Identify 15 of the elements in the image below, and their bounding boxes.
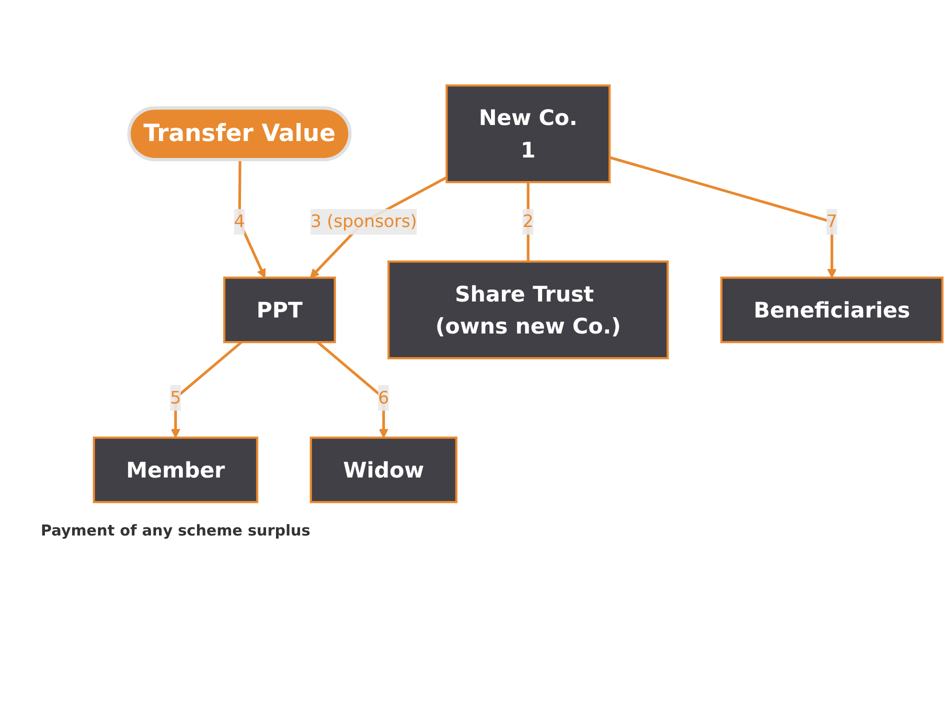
edge-label: 4: [234, 211, 245, 232]
edge-label: 6: [378, 387, 390, 408]
node-box: Member: [92, 436, 258, 504]
arrow: [609, 156, 837, 278]
edge-label: 5: [170, 387, 182, 408]
edge-label: 3 (sponsors): [310, 211, 418, 232]
node-box: Beneficiaries: [720, 276, 944, 344]
edge-label: 7: [826, 211, 838, 232]
edge-label: 2: [522, 211, 534, 232]
node-box: Share Trust (owns new Co.): [387, 260, 669, 360]
node-box: New Co. 1: [446, 84, 611, 184]
node-label: Payment of any scheme surplus: [40, 522, 310, 540]
arrow: [310, 176, 448, 278]
node-box: PPT: [223, 276, 336, 344]
node-box: Widow: [310, 436, 458, 504]
